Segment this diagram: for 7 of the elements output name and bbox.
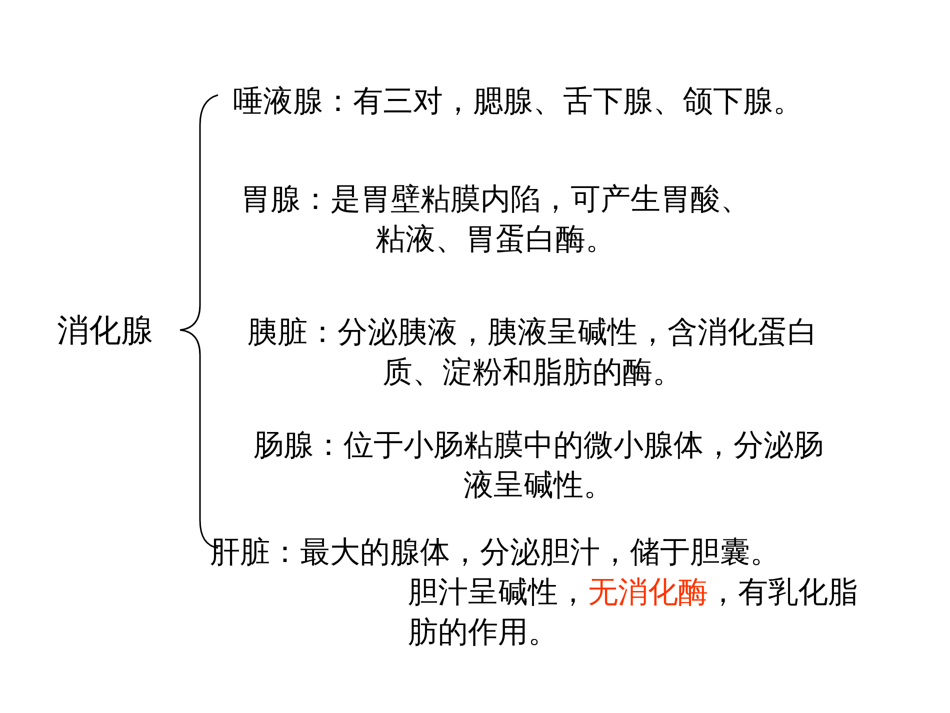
description-text: 肠腺：位于小肠粘膜中的微小腺体，分泌肠液呈碱性。 bbox=[252, 427, 824, 505]
description-text: 胆汁呈碱性，无消化酶，有乳化脂肪的作用。 bbox=[408, 574, 859, 652]
root-heading: 消化腺 bbox=[57, 310, 153, 350]
description-text: 胃腺：是胃壁粘膜内陷，可产生胃酸、粘液、胃蛋白酶。 bbox=[240, 181, 752, 259]
description-text: 肝脏：最大的腺体，分泌胆汁，储于胆囊。 bbox=[210, 534, 780, 572]
description-text: 唾液腺：有三对，腮腺、舌下腺、颌下腺。 bbox=[233, 83, 803, 121]
description-text: 胰脏：分泌胰液，胰液呈碱性，含消化蛋白质、淀粉和脂肪的酶。 bbox=[246, 314, 818, 392]
